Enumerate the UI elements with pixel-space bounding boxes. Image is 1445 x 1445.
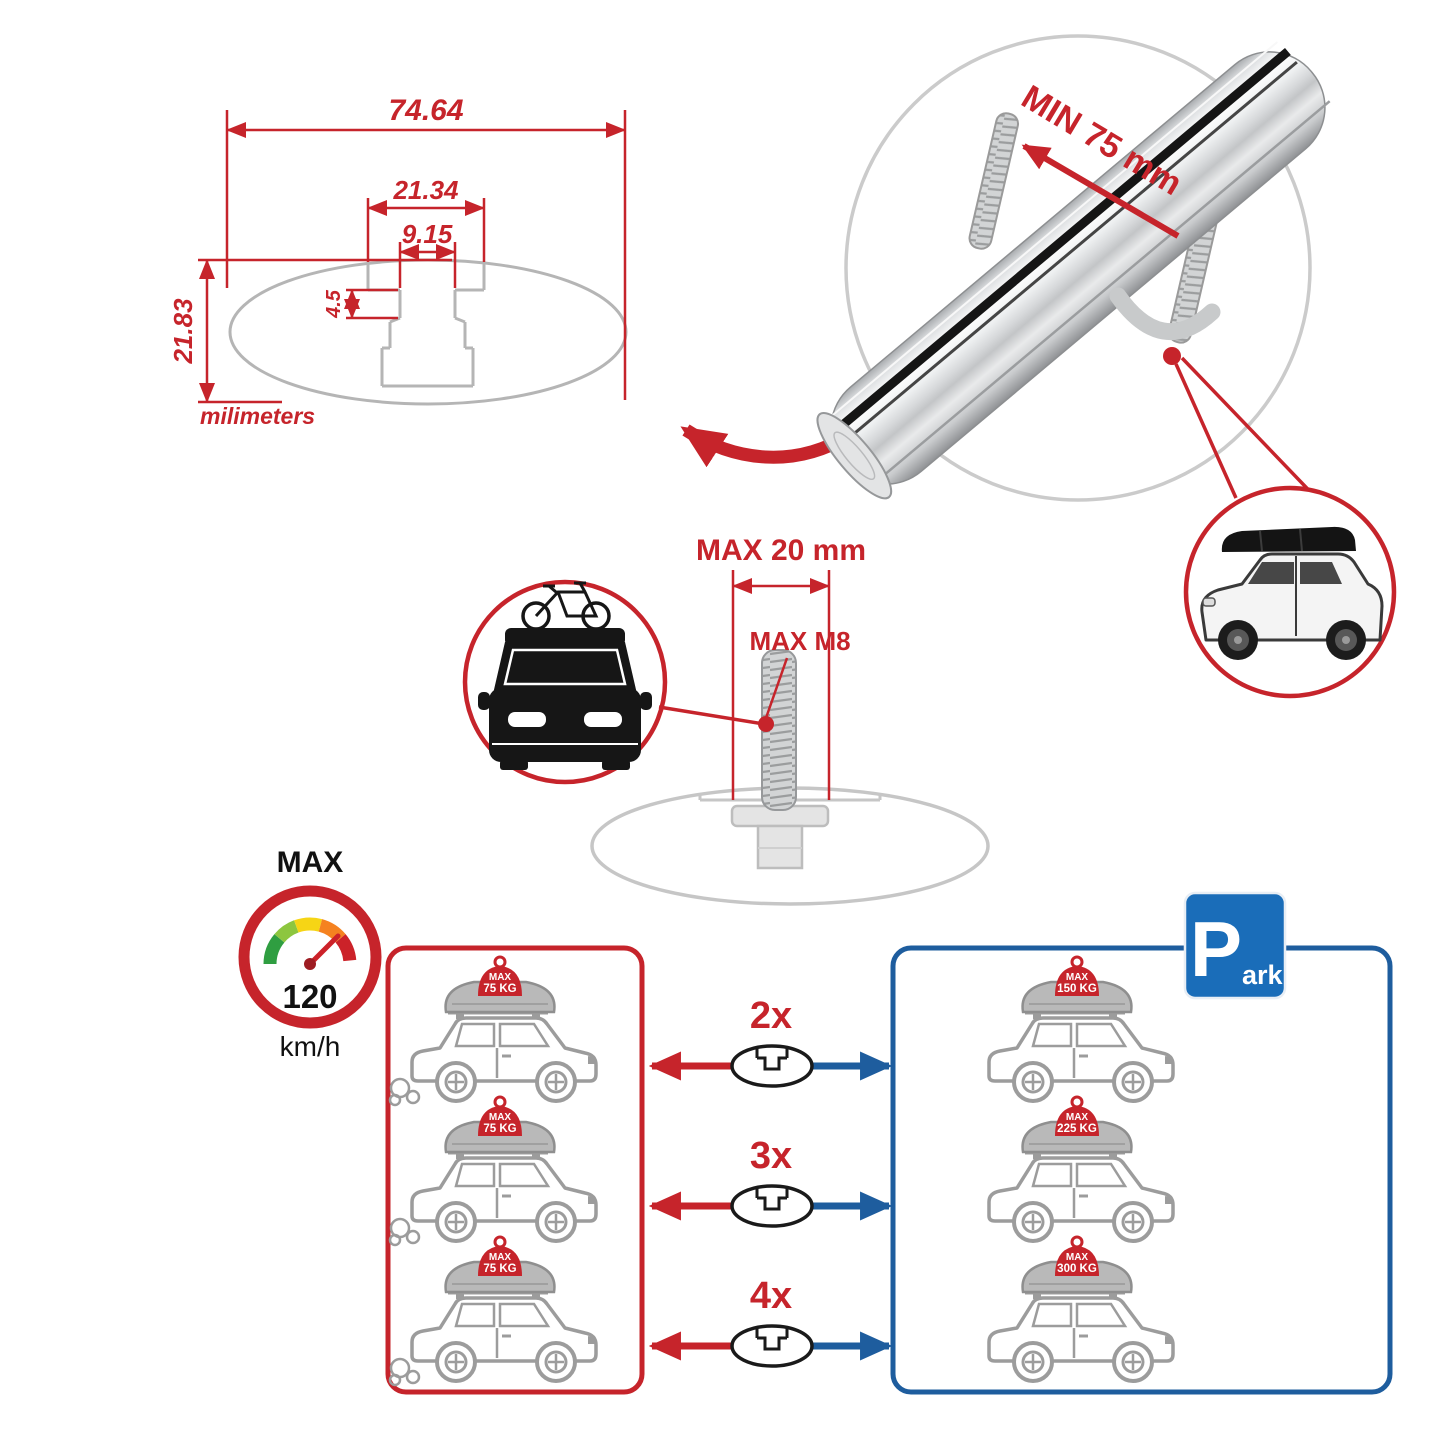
bar-count-label: 2x <box>750 995 792 1037</box>
clamp-rod-left-icon <box>968 112 1020 250</box>
suv-rooftop-detail <box>1174 356 1397 699</box>
load-badge-value: 300 KG <box>1057 1263 1097 1275</box>
bar-count-row-1: 2x <box>648 995 893 1088</box>
crossbar-icon <box>730 1324 814 1368</box>
bar-count-rows: 2x 3x 4x <box>648 995 893 1368</box>
load-badge-value: 75 KG <box>483 983 516 995</box>
speed-unit: km/h <box>280 1031 341 1062</box>
speed-limit-gauge: MAX 120 km/h <box>238 846 382 1062</box>
total-height-value: 21.83 <box>168 298 198 365</box>
bolt-indicator-dot <box>758 716 774 732</box>
crossbar-icon <box>730 1184 814 1228</box>
bolt-leader-line <box>658 705 765 726</box>
bar-count-label: 4x <box>750 1275 792 1317</box>
load-badge-label: MAX <box>1066 1252 1089 1263</box>
parked-panel: MAX 150 KG MAX 225 KG MAX 300 KG P ark <box>890 891 1393 1395</box>
driving-car-2: MAX 75 KG <box>388 1095 598 1247</box>
parked-car-3: MAX 300 KG <box>987 1235 1175 1383</box>
load-badge-value: 225 KG <box>1057 1123 1097 1135</box>
clamp-strap-icon <box>1109 287 1221 341</box>
gauge-hub <box>304 958 316 970</box>
parked-car-2: MAX 225 KG <box>987 1095 1175 1243</box>
gauge-needle-icon <box>307 933 341 967</box>
load-badge-label: MAX <box>1066 1112 1089 1123</box>
dimension-total-width: 74.64 <box>225 94 627 400</box>
driving-car-3: MAX 75 KG <box>388 1235 598 1387</box>
units-label: milimeters <box>200 403 315 429</box>
gauge-arc-icon <box>263 917 357 965</box>
bar-photo-detail: MIN 75 mm <box>816 34 1331 502</box>
load-badge-label: MAX <box>489 1112 512 1123</box>
cross-section-diagram: 74.64 21.34 9.15 4.5 21.83 <box>168 94 852 468</box>
driving-panel: MAX 75 KG MAX 75 KG MAX 75 KG <box>385 945 645 1395</box>
load-badge-label: MAX <box>489 972 512 983</box>
bolt-detail-diagram: MAX 20 mm MAX M8 <box>462 534 990 906</box>
dimension-boss-width: 21.34 <box>366 175 486 262</box>
car-with-bike-icon <box>478 581 652 770</box>
park-sign-letter: P <box>1190 905 1242 993</box>
bolt-max-thread-label: MAX M8 <box>749 626 850 656</box>
aluminum-bar-icon <box>816 41 1331 500</box>
park-sign-suffix: ark <box>1242 960 1284 990</box>
thread-leader-line <box>764 657 789 719</box>
bar-count-row-2: 3x <box>648 1135 893 1228</box>
suv-with-roofbox-icon <box>1200 526 1384 660</box>
load-badge-value: 75 KG <box>483 1123 516 1135</box>
slot-width-value: 9.15 <box>402 219 453 249</box>
parked-car-1: MAX 150 KG <box>987 955 1175 1103</box>
dimension-total-height: 21.83 <box>168 258 452 404</box>
clamp-indicator-dot <box>1163 347 1181 365</box>
load-badge-label: MAX <box>489 1252 512 1263</box>
speed-value: 120 <box>282 978 337 1015</box>
lip-depth-value: 4.5 <box>323 289 345 319</box>
driving-car-1: MAX 75 KG <box>388 955 598 1107</box>
crossbar-icon <box>730 1044 814 1088</box>
load-badge-value: 75 KG <box>483 1263 516 1275</box>
load-badge-value: 150 KG <box>1057 983 1097 995</box>
bolt-max-length-label: MAX 20 mm <box>696 534 866 567</box>
dimension-lip-depth: 4.5 <box>323 288 398 320</box>
gauge-ring <box>238 885 382 1029</box>
bar-profile-channel <box>366 263 486 388</box>
boss-width-value: 21.34 <box>392 175 459 205</box>
min-clearance-arrow-icon <box>1021 143 1180 239</box>
bar-count-row-3: 4x <box>648 1275 893 1368</box>
speed-max-label: MAX <box>277 846 344 879</box>
load-badge-label: MAX <box>1066 972 1089 983</box>
park-sign: P ark <box>1183 891 1287 1000</box>
bar-count-label: 3x <box>750 1135 792 1177</box>
total-width-value: 74.64 <box>388 94 463 127</box>
bar-profile-outline <box>228 258 628 406</box>
dimension-bolt-length: MAX 20 mm <box>696 534 866 800</box>
dimension-slot-width: 9.15 <box>398 219 457 288</box>
